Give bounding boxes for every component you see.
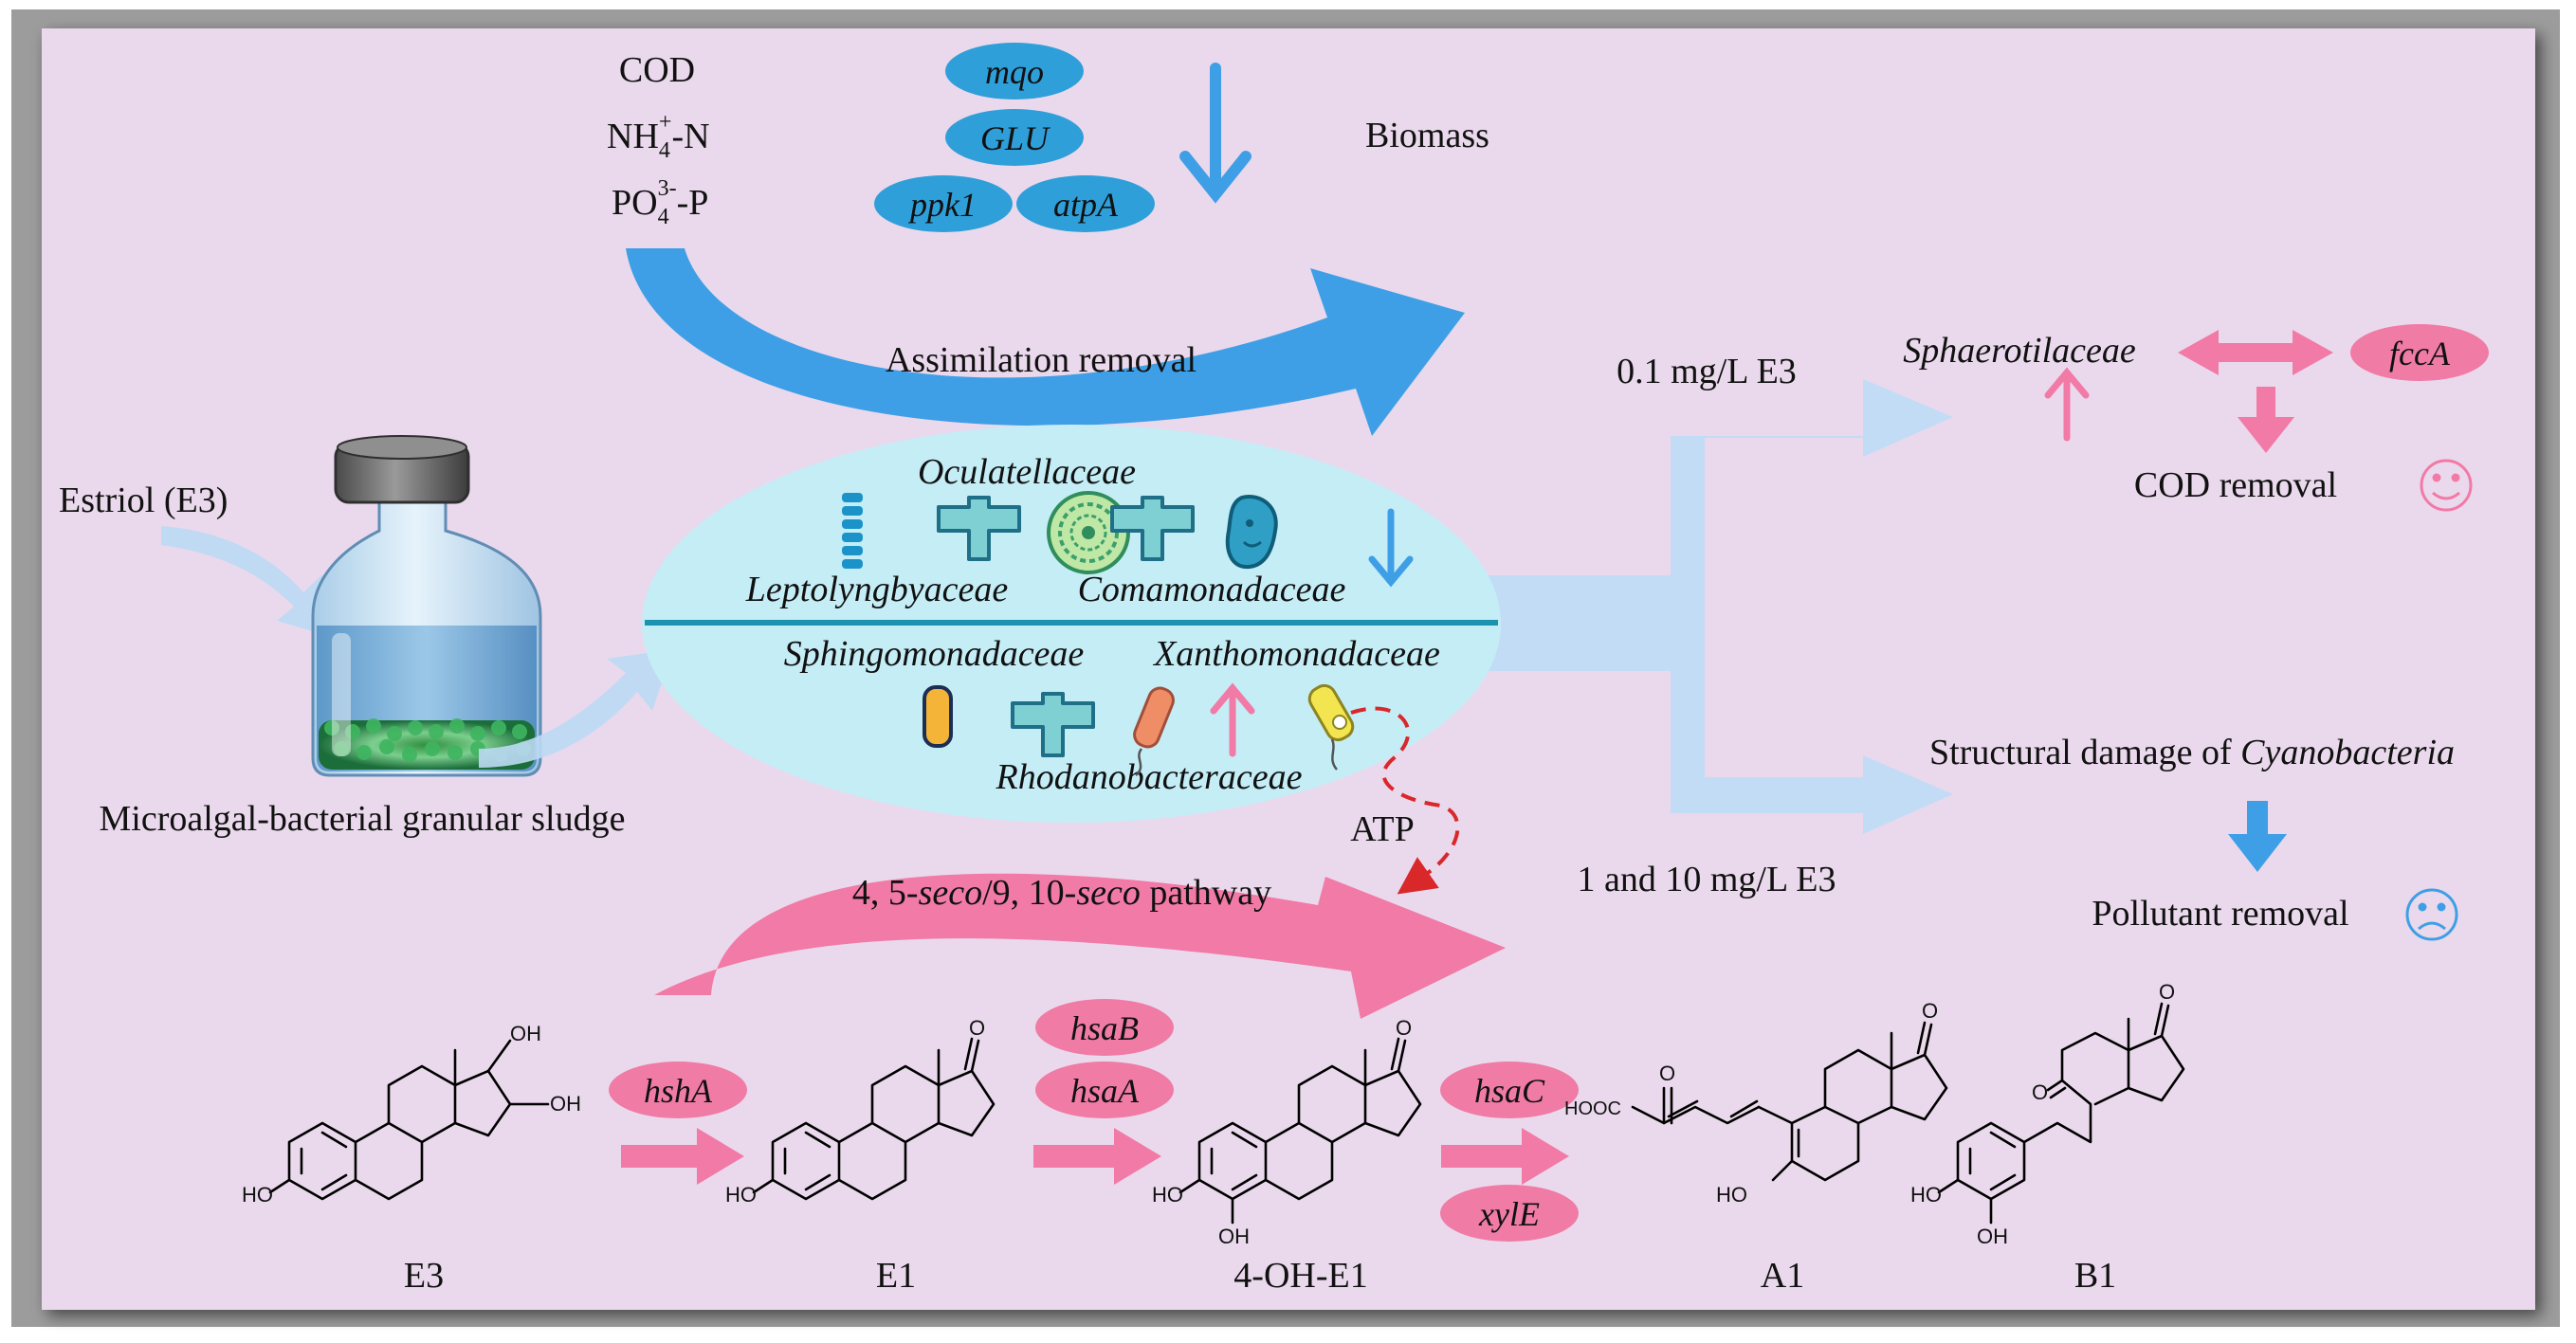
svg-text:O: O — [969, 1016, 985, 1040]
structural-damage-label: Structural damage of Cyanobacteria — [1929, 733, 2455, 772]
reaction-arrow-e1-4ohe1 — [1033, 1128, 1161, 1185]
svg-text:HO: HO — [1152, 1183, 1183, 1207]
svg-text:HO: HO — [1910, 1183, 1942, 1207]
compound-label-e3: E3 — [404, 1256, 444, 1296]
down-arrow-icon — [2238, 387, 2294, 453]
svg-text:O: O — [1922, 999, 1938, 1023]
pollutant-removal-label: Pollutant removal — [2092, 894, 2348, 934]
compound-label-4oh-e1: 4-OH-E1 — [1233, 1256, 1367, 1296]
rod-bacteria-icon — [923, 685, 953, 748]
filament-bacteria-icon — [842, 493, 863, 569]
svg-text:GLU: GLU — [980, 119, 1050, 157]
family-rhodanobacteraceae: Rhodanobacteraceae — [996, 757, 1303, 797]
down-arrow-icon — [2228, 801, 2287, 872]
compound-label-e1: E1 — [876, 1256, 916, 1296]
gene-xyle: xylE — [1440, 1185, 1579, 1242]
svg-text:OH: OH — [1977, 1225, 2008, 1248]
down-arrow-icon — [1368, 508, 1414, 588]
cod-label: COD — [619, 50, 695, 90]
bacillus-icon — [1225, 495, 1278, 570]
reaction-arrow-e3-e1 — [621, 1128, 744, 1185]
reaction-arrow-4ohe1-a1 — [1441, 1128, 1569, 1185]
compound-label-a1: A1 — [1761, 1256, 1804, 1296]
compound-label-b1: B1 — [2074, 1256, 2116, 1296]
pathway-label: 4, 5-seco/9, 10-seco pathway — [852, 873, 1271, 913]
gene-hsab: hsaB — [1035, 999, 1174, 1056]
cod-removal-label: COD removal — [2134, 465, 2337, 505]
low-dose-label: 0.1 mg/L E3 — [1617, 352, 1797, 391]
biomass-label: Biomass — [1365, 116, 1489, 155]
assimilation-arrow — [626, 248, 1465, 436]
molecule-a1: HOOC O O HO — [1564, 999, 1948, 1207]
assimilation-label: Assimilation removal — [886, 340, 1197, 380]
family-comamonadaceae: Comamonadaceae — [1078, 570, 1346, 609]
family-xanthomonadaceae: Xanthomonadaceae — [1152, 634, 1440, 674]
flagellated-bacteria-icon — [1133, 686, 1175, 776]
plus-icon — [1011, 692, 1095, 757]
high-dose-label: 1 and 10 mg/L E3 — [1578, 860, 1836, 899]
gene-glu: GLU — [945, 109, 1084, 166]
svg-text:HO: HO — [242, 1183, 273, 1207]
sludge-arrow — [479, 649, 673, 768]
po4-label: PO43--P — [612, 176, 708, 229]
svg-text:OH: OH — [1218, 1225, 1250, 1248]
atp-dashed-arrow — [1350, 706, 1460, 895]
plus-icon — [937, 496, 1021, 561]
down-arrow-icon — [1179, 63, 1251, 204]
seco-pathway-arrow — [654, 873, 1506, 1019]
nh4-label: NH4+-N — [607, 110, 710, 163]
estriol-label: Estriol (E3) — [59, 481, 228, 520]
svg-text:hsaC: hsaC — [1474, 1072, 1545, 1110]
svg-text:OH: OH — [550, 1092, 581, 1116]
molecule-e3: OH OH HO — [242, 1022, 581, 1207]
svg-text:O: O — [2159, 980, 2175, 1004]
estriol-arrow — [161, 526, 341, 640]
gene-hsaa: hsaA — [1035, 1062, 1174, 1118]
svg-text:hsaA: hsaA — [1070, 1072, 1140, 1110]
up-arrow-icon — [1210, 682, 1255, 757]
plus-icon — [1110, 496, 1195, 561]
gene-fcca: fccA — [2350, 324, 2489, 381]
svg-text:OH: OH — [510, 1022, 541, 1045]
sad-face-icon — [2405, 888, 2458, 941]
family-leptolyngbyaceae: Leptolyngbyaceae — [745, 570, 1009, 609]
gene-hsac: hsaC — [1440, 1062, 1579, 1118]
molecule-b1: O O HO OH — [1910, 980, 2185, 1248]
gene-hsha: hshA — [609, 1062, 747, 1118]
bidirectional-arrow — [2178, 330, 2333, 375]
svg-text:O: O — [1396, 1016, 1412, 1040]
family-sphingomonadaceae: Sphingomonadaceae — [784, 634, 1085, 674]
svg-text:O: O — [2032, 1080, 2048, 1104]
svg-text:ppk1: ppk1 — [907, 186, 977, 224]
svg-text:HO: HO — [1716, 1183, 1747, 1207]
gene-atpa: atpA — [1016, 175, 1155, 232]
svg-text:hsaB: hsaB — [1070, 1009, 1139, 1047]
flagellated-bacteria-icon — [1307, 683, 1355, 771]
family-oculatellaceae: Oculatellaceae — [918, 452, 1136, 492]
happy-face-icon — [2420, 459, 2473, 512]
svg-text:atpA: atpA — [1053, 186, 1119, 224]
sample-bottle — [311, 435, 542, 777]
svg-text:xylE: xylE — [1478, 1195, 1540, 1233]
gene-ppk1: ppk1 — [874, 175, 1013, 232]
svg-text:O: O — [1659, 1062, 1675, 1085]
svg-text:HO: HO — [725, 1183, 757, 1207]
molecule-e1: O HO — [725, 1016, 996, 1207]
molecule-4oh-e1: O HO OH — [1152, 1016, 1422, 1248]
up-arrow-icon — [2044, 367, 2090, 442]
svg-text:fccA: fccA — [2389, 335, 2451, 372]
svg-text:HOOC: HOOC — [1564, 1098, 1621, 1119]
sphaerotilaceae-label: Sphaerotilaceae — [1903, 331, 2136, 371]
dose-branch-arrow — [1479, 379, 1953, 834]
atp-label: ATP — [1350, 809, 1415, 849]
svg-text:mqo: mqo — [985, 53, 1044, 91]
gene-mqo: mqo — [945, 43, 1084, 100]
sludge-label: Microalgal-bacterial granular sludge — [100, 799, 626, 839]
svg-text:hshA: hshA — [644, 1072, 713, 1110]
